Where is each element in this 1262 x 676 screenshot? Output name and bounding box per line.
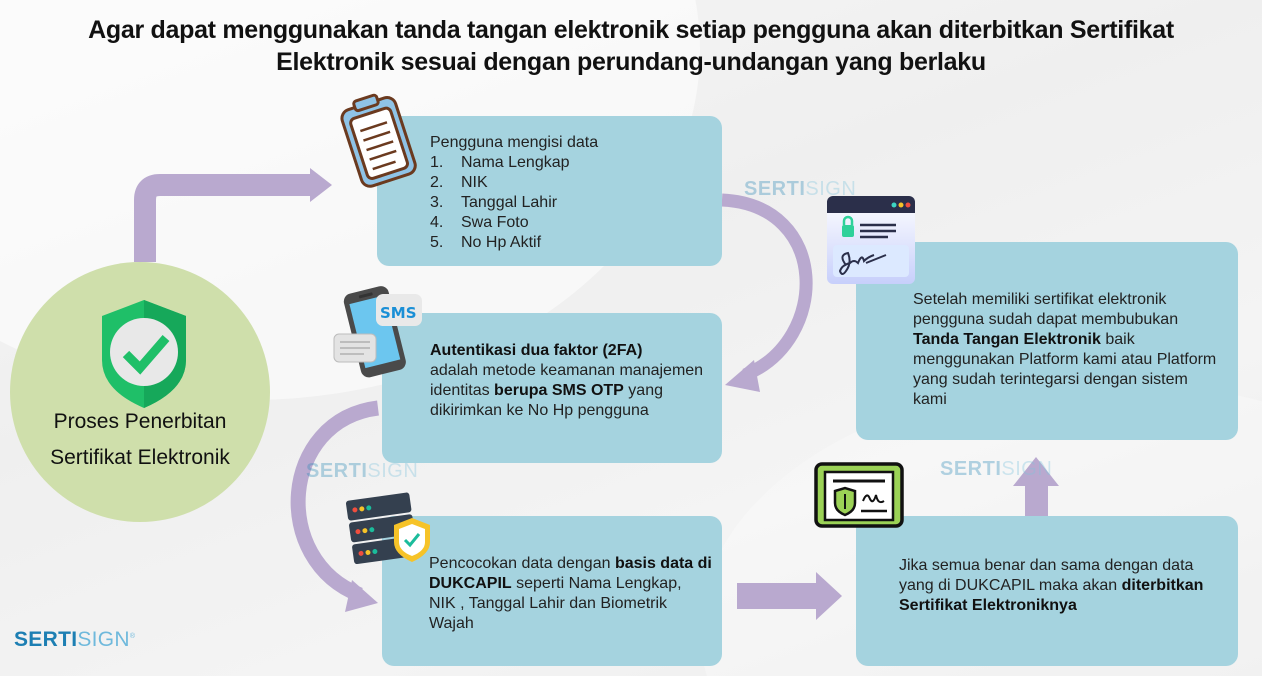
list-item: 3.Tanggal Lahir [430,194,558,211]
server-shield-icon [345,492,430,565]
process-title: Proses Penerbitan Sertifikat Elektronik [50,410,230,469]
list-item: 5.No Hp Aktif [430,234,542,251]
title-line-1: Agar dapat menggunakan tanda tangan elek… [88,16,1174,44]
step2-text: Autentikasi dua faktor (2FA) adalah meto… [430,342,704,419]
step4-text: Jika semua benar dan sama dengan data ya… [899,557,1204,614]
step3-text: Pencocokan data dengan basis data di DUK… [429,555,712,632]
step-card-dukcapil: Pencocokan data dengan basis data di DUK… [382,516,722,666]
step-card-e-signature: Setelah memiliki sertifikat elektronik p… [856,242,1238,440]
list-item: 1.Nama Lengkap [430,154,570,171]
clipboard-icon [340,93,417,188]
e-signature-window-icon [827,196,915,284]
step5-text: Setelah memiliki sertifikat elektronik p… [913,291,1217,408]
sms-phone-icon: SMS [333,286,422,378]
step1-list: 1.Nama Lengkap 2.NIK 3.Tanggal Lahir 4.S… [430,153,722,253]
sertisign-logo: SERTISIGN® [14,628,136,651]
shield-check-icon [102,300,186,408]
certificate-icon [814,462,904,528]
watermark: SERTISIGN [940,458,1053,480]
step1-heading: Pengguna mengisi data [430,134,599,151]
title-line-2: Elektronik sesuai dengan perundang-undan… [276,48,986,76]
page-title: Agar dapat menggunakan tanda tangan elek… [0,14,1262,78]
watermark: SERTISIGN [744,178,857,200]
step-card-fill-data: Pengguna mengisi data 1.Nama Lengkap 2.N… [377,116,722,266]
svg-text:SMS: SMS [380,304,417,322]
step-card-issued: Jika semua benar dan sama dengan data ya… [856,516,1238,666]
list-item: 2.NIK [430,174,488,191]
watermark: SERTISIGN [306,460,419,482]
step-card-2fa: Autentikasi dua faktor (2FA) adalah meto… [382,313,722,463]
list-item: 4.Swa Foto [430,214,529,231]
